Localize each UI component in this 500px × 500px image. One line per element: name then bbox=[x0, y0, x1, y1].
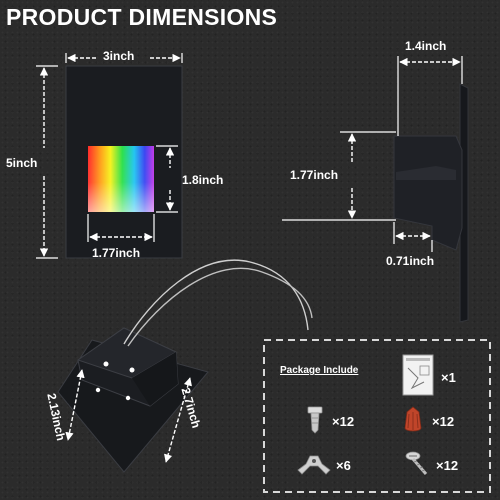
bracket-qty: ×6 bbox=[336, 458, 351, 473]
manual-icon bbox=[402, 354, 434, 396]
package-title: Package Include bbox=[280, 365, 359, 376]
side-view bbox=[282, 56, 469, 323]
side-box-depth-label: 0.71inch bbox=[386, 254, 435, 268]
mount-view bbox=[57, 259, 313, 473]
manual-qty: ×1 bbox=[441, 370, 456, 385]
front-height-label: 5inch bbox=[6, 156, 38, 170]
page-title: PRODUCT DIMENSIONS bbox=[6, 4, 278, 30]
bracket-icon bbox=[296, 452, 332, 478]
anchor-icon bbox=[306, 406, 324, 434]
wire-nut-icon bbox=[404, 406, 422, 434]
front-view bbox=[36, 53, 183, 259]
package-box bbox=[263, 339, 491, 493]
screw-icon bbox=[404, 450, 430, 478]
screw-qty: ×12 bbox=[436, 458, 459, 473]
anchor-qty: ×12 bbox=[332, 414, 355, 429]
wire-nut-qty: ×12 bbox=[432, 414, 455, 429]
side-faceplate bbox=[459, 83, 469, 323]
side-depth-label: 1.4inch bbox=[405, 39, 447, 53]
wire-2 bbox=[127, 267, 313, 347]
window-height-label: 1.8inch bbox=[182, 173, 224, 187]
side-housing bbox=[393, 135, 463, 251]
wire-1 bbox=[123, 259, 309, 345]
side-height-label: 1.77inch bbox=[290, 168, 339, 182]
window-width-label: 1.77inch bbox=[92, 246, 141, 260]
front-width-label: 3inch bbox=[103, 49, 135, 63]
